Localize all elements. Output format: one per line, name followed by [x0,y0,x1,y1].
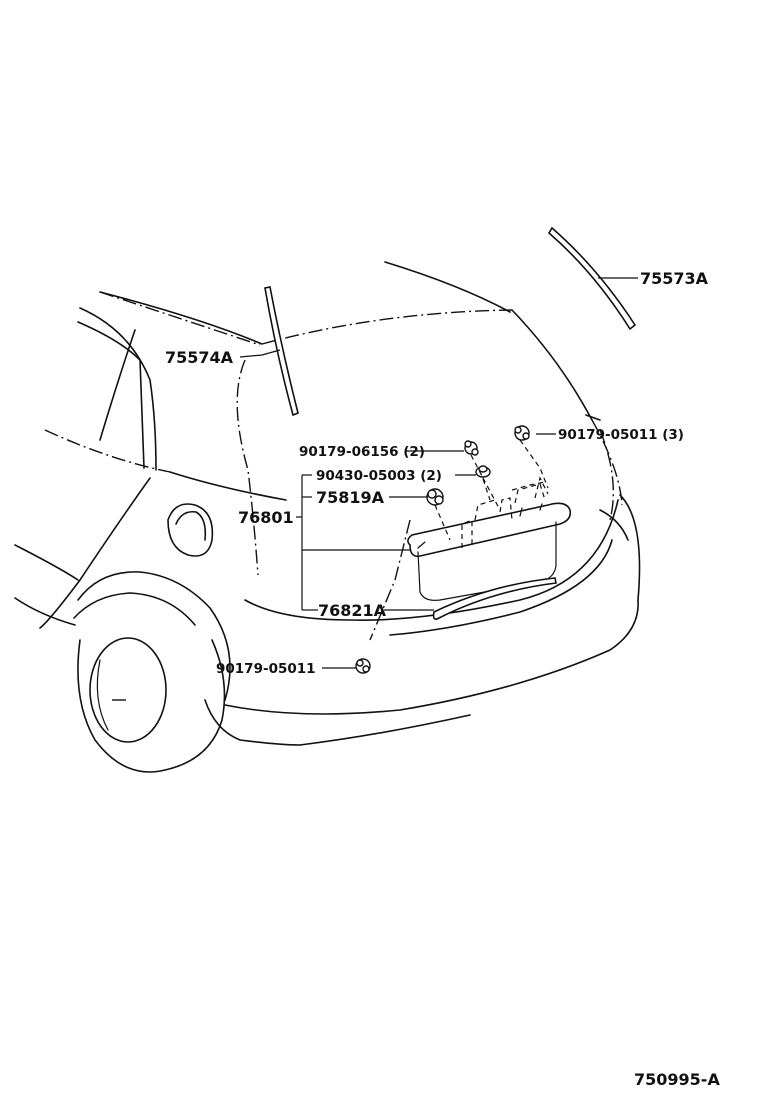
leader-lines [239,277,638,669]
clip-75819a [426,488,444,506]
clip-90179-05011-3 [514,425,530,441]
label-75573a: 75573A [640,269,709,288]
label-76801: 76801 [238,508,294,527]
label-90430-05003: 90430-05003 (2) [316,468,442,484]
molding-75573a [547,226,637,331]
car-body-outline [14,261,641,773]
label-90179-06156: 90179-06156 (2) [299,444,425,460]
label-75574a: 75574A [165,348,234,367]
diagram-code: 750995-A [634,1070,720,1089]
label-76821a: 76821A [318,601,387,620]
clip-90430-05003 [475,465,491,478]
label-75819a: 75819A [316,488,385,507]
clip-90179-06156 [464,440,479,456]
molding-75574a [264,286,299,417]
label-90179-05011: 90179-05011 [216,661,316,677]
garnish-75819a [407,476,572,601]
molding-76821a [432,577,557,620]
clip-90179-05011 [355,658,371,674]
label-90179-05011-3: 90179-05011 (3) [558,427,684,443]
